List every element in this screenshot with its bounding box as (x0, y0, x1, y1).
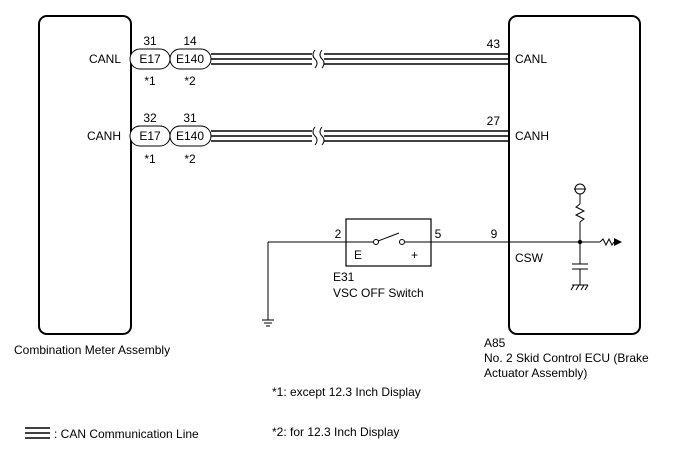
ground-wire (267, 241, 346, 320)
canh-pin-e140: 31 (183, 111, 197, 125)
canl-connector-e140-label: E140 (176, 52, 204, 66)
switch-terminal-e: E (354, 248, 362, 262)
canh-wire (211, 126, 509, 146)
switch-contact-icon (346, 232, 431, 245)
ecu-csw-signal: CSW (515, 251, 544, 265)
ecu-canh-signal: CANH (515, 129, 549, 143)
canh-connector-e17-label: E17 (139, 129, 161, 143)
ground-symbol-icon (262, 319, 274, 327)
canh-note-e17: *1 (144, 152, 156, 166)
combination-meter-label: Combination Meter Assembly (14, 343, 170, 357)
skid-control-ecu-box (508, 15, 641, 335)
canl-note-e140: *2 (184, 74, 196, 88)
switch-code-label: E31 (333, 270, 355, 284)
switch-terminal-plus: + (411, 248, 418, 262)
ecu-canh-pin: 27 (487, 114, 501, 128)
ecu-canl-pin: 43 (487, 37, 501, 51)
ecu-code-label: A85 (484, 336, 506, 350)
combination-meter-box (38, 15, 132, 335)
ecu-csw-pin: 9 (491, 227, 498, 241)
canl-wire (211, 49, 509, 69)
canl-note-e17: *1 (144, 74, 156, 88)
meter-canl-signal: CANL (89, 52, 121, 66)
switch-pin-5: 5 (435, 227, 442, 241)
canl-pin-e140: 14 (183, 34, 197, 48)
canl-connector-e17-label: E17 (139, 52, 161, 66)
can-line-legend-label: : CAN Communication Line (54, 427, 199, 441)
can-line-legend-icon (25, 427, 50, 439)
switch-name-label: VSC OFF Switch (333, 286, 424, 300)
canh-pin-e17: 32 (143, 111, 157, 125)
ecu-canl-signal: CANL (515, 52, 547, 66)
switch-pin-2: 2 (335, 227, 342, 241)
ecu-internal-circuit (509, 183, 622, 291)
note-except-12-3: *1: except 12.3 Inch Display (272, 385, 421, 399)
meter-canh-signal: CANH (87, 129, 121, 143)
canl-pin-e17: 31 (143, 34, 157, 48)
canh-note-e140: *2 (184, 152, 196, 166)
canh-connector-e140-label: E140 (176, 129, 204, 143)
ecu-name-line2: Actuator Assembly) (484, 366, 587, 380)
ecu-name-line1: No. 2 Skid Control ECU (Brake (484, 351, 649, 365)
note-for-12-3: *2: for 12.3 Inch Display (272, 425, 399, 439)
